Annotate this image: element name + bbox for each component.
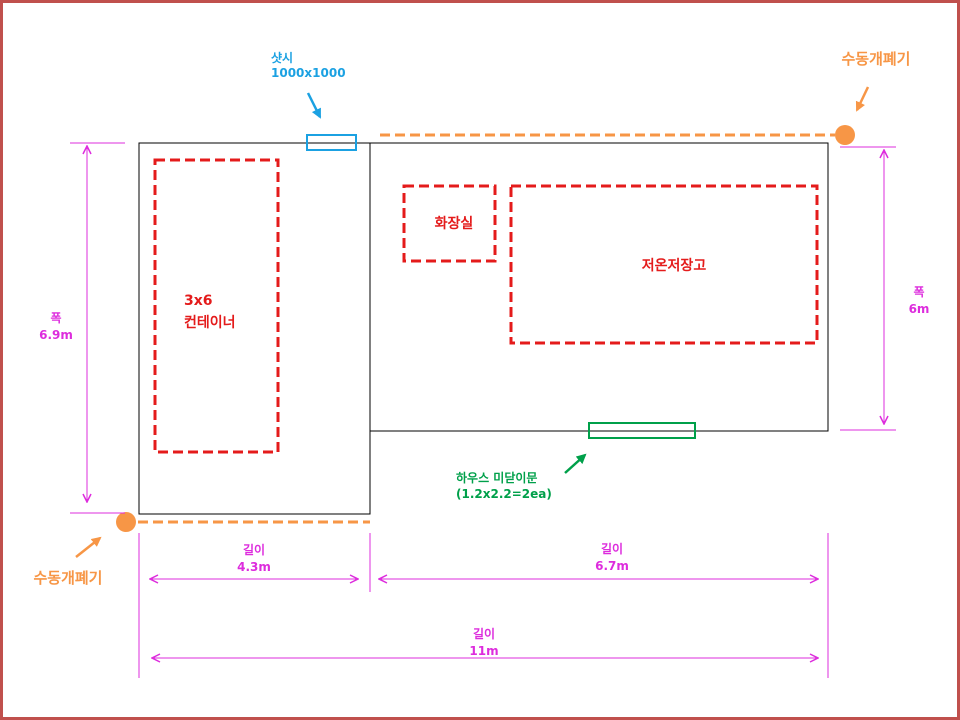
sash-arrow	[306, 92, 322, 119]
length-total-value: 11m	[469, 644, 498, 658]
length-right-value: 6.7m	[595, 559, 629, 573]
container-area	[153, 158, 280, 454]
left-building-outline	[138, 142, 371, 515]
bottom-opener-circle	[116, 512, 136, 532]
sash-size-label: 1000x1000	[271, 66, 346, 80]
restroom-label: 화장실	[435, 215, 474, 232]
opener-bottom-label: 수동개폐기	[33, 569, 102, 587]
sliding-door	[588, 422, 696, 439]
container-size-label: 3x6	[184, 293, 213, 309]
door-title-label: 하우스 미닫이문	[456, 470, 537, 485]
bottom-opener-arrow	[75, 536, 102, 558]
container-name-label: 컨테이너	[184, 314, 236, 331]
length-left-title: 길이	[243, 542, 265, 557]
width-left-title: 폭	[50, 311, 61, 325]
sash-title-label: 샷시	[271, 50, 293, 65]
width-right-value: 6m	[909, 302, 930, 316]
restroom-area	[402, 184, 497, 263]
sash-window	[306, 134, 357, 151]
top-opener-arrow	[855, 86, 870, 112]
length-right-title: 길이	[601, 541, 623, 556]
right-building-outline	[369, 142, 829, 432]
door-arrow	[564, 453, 587, 474]
cold-storage-area	[509, 184, 819, 345]
length-total-title: 길이	[473, 626, 495, 641]
cold-storage-label: 저온저장고	[642, 257, 707, 274]
length-left-value: 4.3m	[237, 560, 271, 574]
top-opener-circle	[835, 125, 855, 145]
opener-top-label: 수동개폐기	[841, 50, 910, 68]
width-right-title: 폭	[913, 285, 924, 299]
width-left-value: 6.9m	[39, 328, 73, 342]
door-spec-label: (1.2x2.2=2ea)	[456, 487, 552, 501]
